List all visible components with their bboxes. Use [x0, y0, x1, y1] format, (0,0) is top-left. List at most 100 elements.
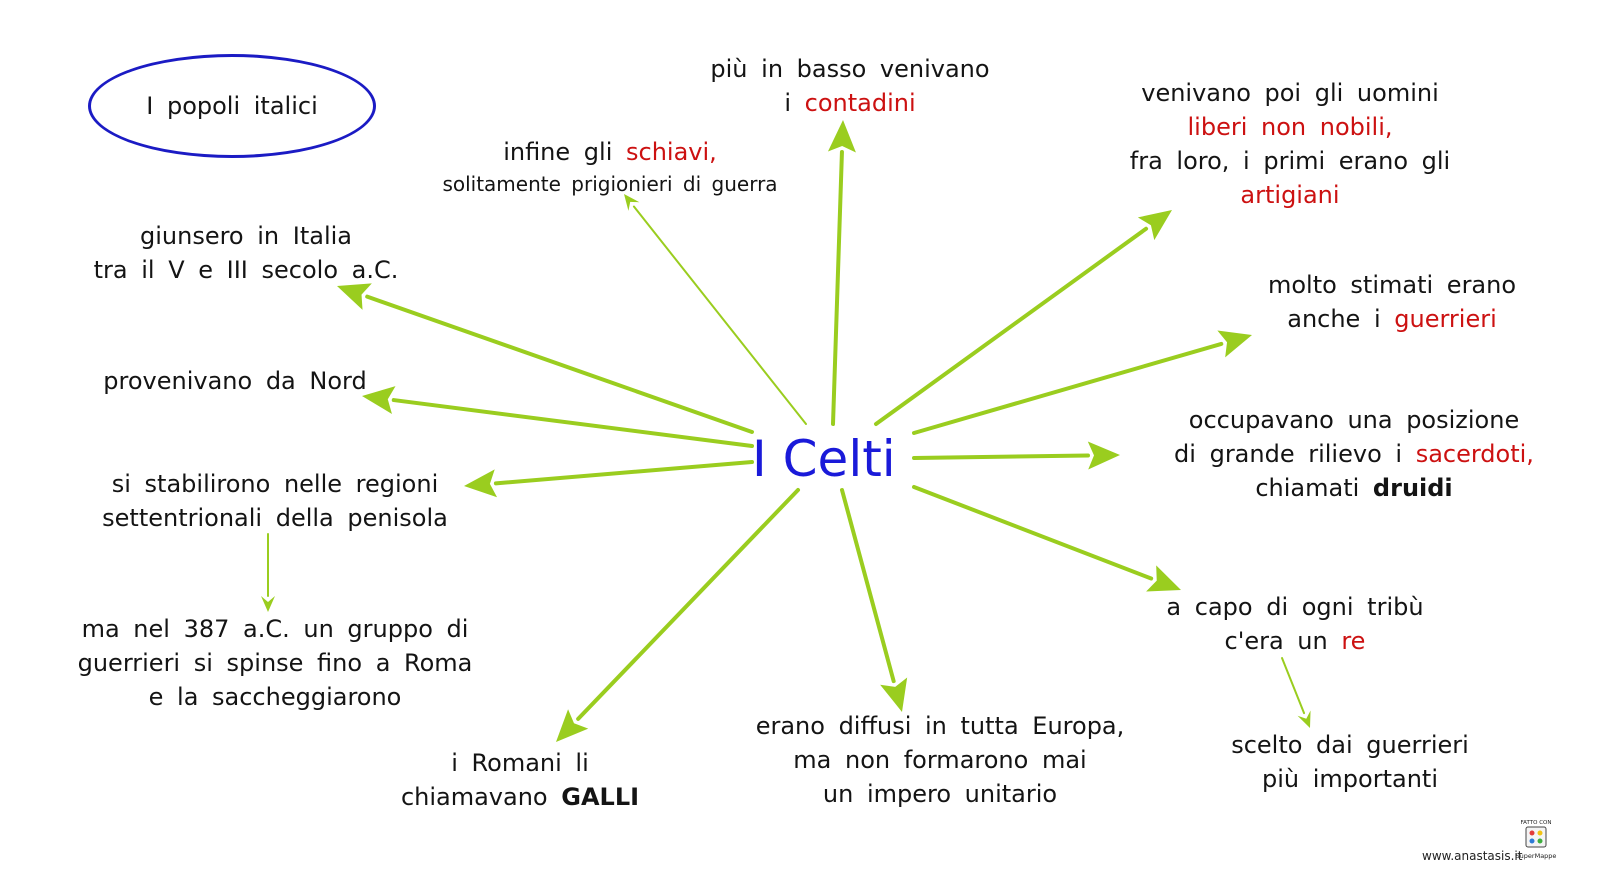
arrow-to-italia [337, 283, 754, 434]
node-line: molto stimati erano [1232, 268, 1552, 302]
arrow-to-guerrieri-shaft [912, 341, 1224, 435]
footer-website: www.anastasis.it [1422, 849, 1523, 863]
arrow-to-schiavi-shaft [632, 205, 807, 425]
arrow-to-liberi-head [1137, 210, 1172, 241]
node-regioni-settentrionali: si stabilirono nelle regioni settentriona… [70, 467, 480, 535]
arrow-to-regioni [464, 460, 754, 498]
node-text: venivano poi gli uomini [1141, 79, 1439, 107]
node-text: si stabilirono nelle regioni [111, 470, 439, 498]
node-text: c'era un [1224, 627, 1342, 655]
highlight-term: liberi non nobili, [1187, 113, 1393, 141]
highlight-term: guerrieri [1394, 305, 1497, 333]
node-contadini: più in basso venivano i contadini [690, 52, 1010, 120]
highlight-term: re [1341, 627, 1366, 655]
node-saccheggio-di-roma: ma nel 387 a.C. un gruppo di guerrieri si… [50, 612, 500, 714]
node-text: un impero unitario [822, 780, 1058, 808]
back-button-label: I popoli italici [146, 92, 318, 120]
node-text: fra loro, i primi erano gli [1129, 147, 1451, 175]
node-line: guerrieri si spinse fino a Roma [50, 646, 500, 680]
node-text: molto stimati erano [1267, 271, 1517, 299]
node-text: più importanti [1262, 765, 1438, 793]
node-re: a capo di ogni tribù c'era un re [1135, 590, 1455, 658]
arrow-to-europa [840, 488, 908, 712]
arrow-to-nord [362, 386, 754, 448]
arrow-to-re-shaft [912, 485, 1154, 581]
node-text: settentrionali della penisola [102, 504, 448, 532]
node-text: tra il V e III secolo a.C. [93, 256, 399, 284]
arrow-to-sacerdoti-shaft [912, 453, 1091, 460]
arrow-to-italia-head [337, 283, 372, 310]
node-text: i [784, 89, 805, 117]
arrow-to-galli-shaft [576, 488, 800, 721]
node-line: provenivano da Nord [80, 364, 390, 398]
highlight-term: sacerdoti, [1415, 440, 1534, 468]
node-liberi-non-nobili: venivano poi gli uomini liberi non nobili… [1100, 76, 1480, 212]
node-text: solitamente prigionieri di guerra [442, 172, 778, 196]
arrow-regioni-to-roma-head [261, 596, 275, 612]
arrow-to-schiavi-head [624, 194, 640, 211]
node-text: ma nel 387 a.C. un gruppo di [81, 615, 469, 643]
node-line: artigiani [1100, 178, 1480, 212]
node-provenivano-da-nord: provenivano da Nord [80, 364, 390, 398]
node-line: fra loro, i primi erano gli [1100, 144, 1480, 178]
node-line: un impero unitario [720, 777, 1160, 811]
node-line: i contadini [690, 86, 1010, 120]
node-text: chiamavano [400, 783, 562, 811]
node-sacerdoti: occupavano una posizione di grande riliev… [1134, 403, 1574, 505]
bold-term: GALLI [561, 783, 640, 811]
node-line: tra il V e III secolo a.C. [66, 253, 426, 287]
node-line: c'era un re [1135, 624, 1455, 658]
arrow-to-guerrieri [912, 330, 1252, 435]
node-line: solitamente prigionieri di guerra [412, 169, 808, 199]
node-text: a capo di ogni tribù [1166, 593, 1424, 621]
node-text: occupavano una posizione [1188, 406, 1520, 434]
node-text: chiamati [1255, 474, 1373, 502]
supermappe-logo-icon: FATTO CON SuperMappe [1516, 820, 1557, 860]
arrow-to-sacerdoti [912, 441, 1120, 470]
node-text: di grande rilievo i [1174, 440, 1416, 468]
arrow-to-re [912, 485, 1181, 592]
arrow-to-italia-shaft [365, 294, 754, 434]
arrow-to-galli-head [556, 709, 589, 742]
node-line: settentrionali della penisola [70, 501, 480, 535]
highlight-term: contadini [804, 89, 916, 117]
logo-top-text: FATTO CON [1521, 820, 1552, 826]
node-text: ma non formarono mai [793, 746, 1087, 774]
arrow-to-sacerdoti-head [1087, 441, 1120, 470]
node-line: si stabilirono nelle regioni [70, 467, 480, 501]
node-line: venivano poi gli uomini [1100, 76, 1480, 110]
arrow-to-contadini-head [827, 120, 856, 153]
node-line: anche i guerrieri [1232, 302, 1552, 336]
arrow-to-contadini-shaft [831, 149, 844, 426]
node-line: più in basso venivano [690, 52, 1010, 86]
node-line: scelto dai guerrieri [1190, 728, 1510, 762]
arrow-re-to-scelto-head [1297, 710, 1311, 728]
node-schiavi: infine gli schiavi, solitamente prigionie… [412, 135, 808, 199]
node-line: ma non formarono mai [720, 743, 1160, 777]
node-line: erano diffusi in tutta Europa, [720, 709, 1160, 743]
node-text: infine gli [503, 138, 626, 166]
arrow-to-guerrieri-head [1217, 330, 1252, 358]
logo-bottom-text: SuperMappe [1516, 852, 1557, 860]
node-text: erano diffusi in tutta Europa, [755, 712, 1125, 740]
node-line: di grande rilievo i sacerdoti, [1134, 437, 1574, 471]
arrow-regioni-to-roma [261, 533, 275, 612]
node-line: infine gli schiavi, [412, 135, 808, 169]
back-to-popoli-italici-button[interactable]: I popoli italici [88, 54, 376, 158]
arrow-re-to-scelto-shaft [1281, 657, 1306, 715]
arrow-to-contadini [827, 120, 856, 426]
node-text: provenivano da Nord [103, 367, 367, 395]
node-scelto-dai-guerrieri: scelto dai guerrieri più importanti [1190, 728, 1510, 796]
arrow-to-nord-head [362, 386, 396, 414]
node-line: occupavano una posizione [1134, 403, 1574, 437]
node-text: più in basso venivano [710, 55, 990, 83]
node-text: scelto dai guerrieri [1231, 731, 1469, 759]
node-text: anche i [1287, 305, 1395, 333]
node-line: liberi non nobili, [1100, 110, 1480, 144]
node-line: chiamati druidi [1134, 471, 1574, 505]
arrow-to-europa-shaft [840, 488, 896, 684]
node-line: chiamavano GALLI [370, 780, 670, 814]
node-line: i Romani li [370, 746, 670, 780]
arrow-to-re-head [1146, 565, 1181, 592]
